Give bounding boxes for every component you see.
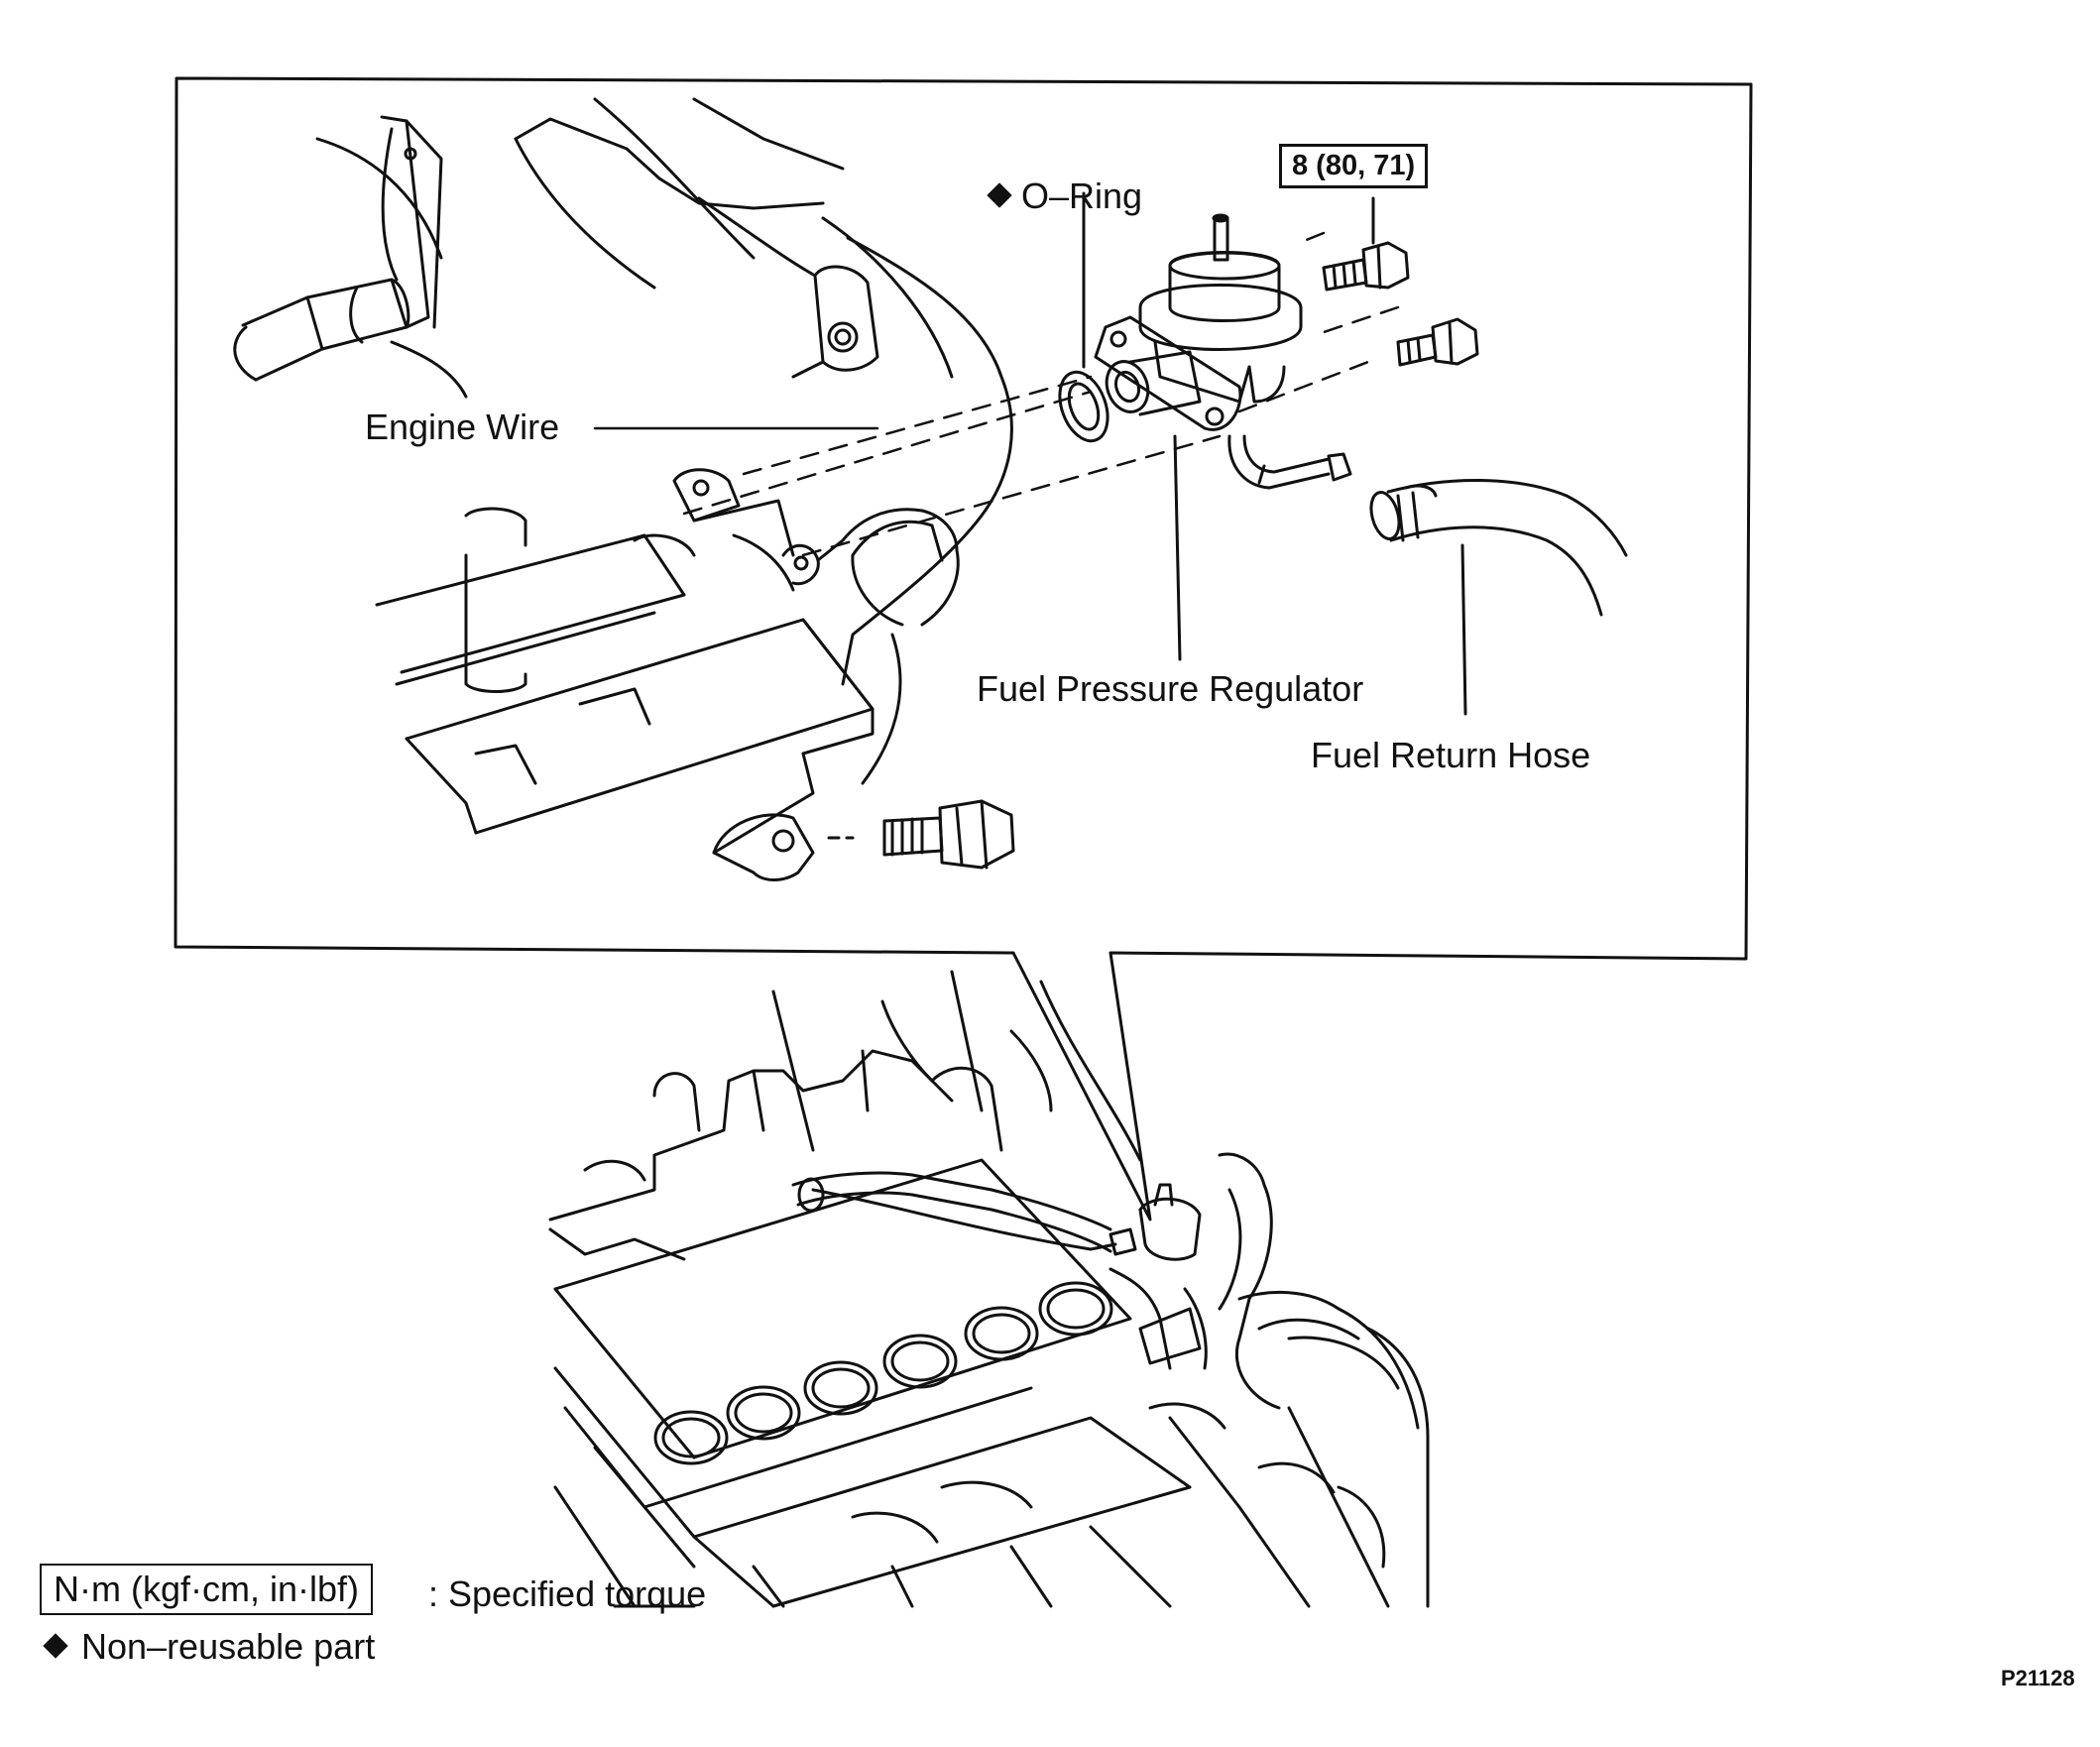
- fuel-pressure-regulator-label: Fuel Pressure Regulator: [977, 668, 1364, 709]
- o-ring-part: [1058, 191, 1109, 443]
- o-ring-label: O–Ring: [1021, 175, 1143, 216]
- fuel-return-hose-label: Fuel Return Hose: [1311, 735, 1591, 775]
- assembly-alignment-lines: [682, 231, 1400, 557]
- legend-diamond-icon: [43, 1633, 68, 1659]
- delivery-pipe-upper-left: [233, 115, 468, 399]
- engine-overview: [548, 970, 1430, 1608]
- detail-callout-frame: [174, 76, 1753, 1222]
- regulator-bolts: [1322, 196, 1479, 367]
- specified-torque-legend: : Specified torque: [428, 1573, 707, 1614]
- figure-code: P21128: [2001, 1666, 2075, 1690]
- fuel-delivery-pipe: [375, 468, 960, 785]
- wire-harness-box: [405, 618, 875, 881]
- fuel-pressure-regulator-part: [1094, 213, 1352, 661]
- bracket-bolt: [827, 799, 1015, 870]
- fuel-return-hose-part: [1369, 479, 1628, 716]
- torque-unit-legend: N·m (kgf·cm, in·lbf): [40, 1564, 373, 1615]
- engine-wire-label: Engine Wire: [365, 407, 560, 447]
- o-ring-diamond-icon: [987, 182, 1012, 208]
- torque-spec-box: 8 (80, 71): [1279, 144, 1429, 188]
- nonreusable-legend: Non–reusable part: [81, 1626, 376, 1667]
- intake-cover: [514, 97, 1013, 686]
